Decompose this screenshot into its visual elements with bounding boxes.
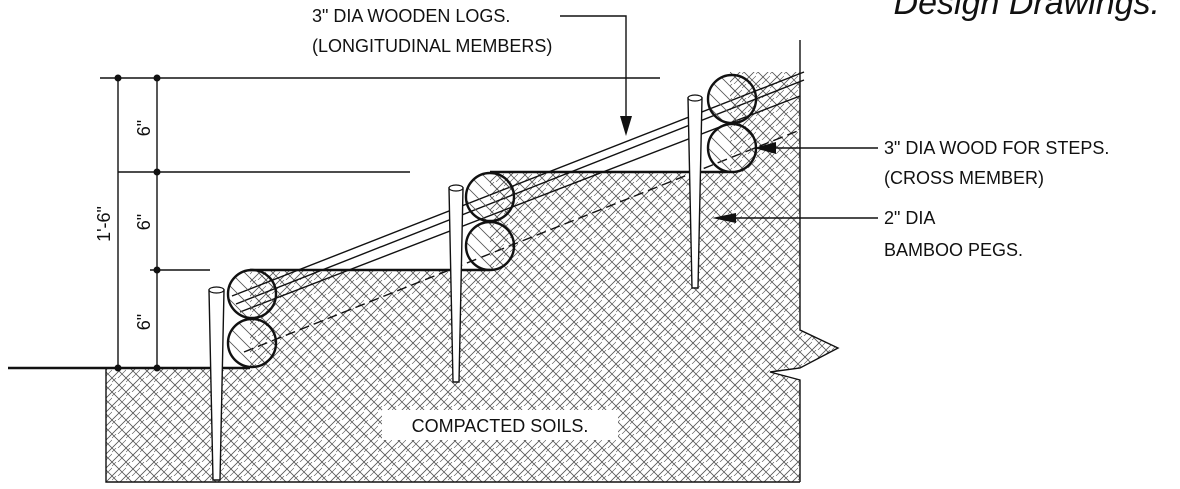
label-pegs-line1: 2" DIA — [884, 208, 935, 228]
compacted-soil — [105, 40, 840, 483]
drawing-title: Design Drawings. — [894, 0, 1160, 22]
dim-riser-mid: 6" — [134, 214, 154, 230]
label-logs-line2: (LONGITUDINAL MEMBERS) — [312, 36, 552, 56]
leader-lines — [560, 15, 878, 223]
soil-label-backdrop — [382, 410, 618, 440]
dim-riser-top: 6" — [134, 120, 154, 136]
bamboo-pegs — [208, 94, 703, 481]
label-steps-line2: (CROSS MEMBER) — [884, 168, 1044, 188]
label-logs-line1: 3" DIA WOODEN LOGS. — [312, 6, 510, 26]
longitudinal-logs — [231, 71, 805, 353]
dim-riser-bottom: 6" — [134, 314, 154, 330]
dim-total: 1'-6" — [94, 206, 114, 242]
label-pegs-line2: BAMBOO PEGS. — [884, 240, 1023, 260]
dimension-lines — [100, 74, 660, 372]
cross-member-logs — [226, 73, 758, 369]
label-steps-line1: 3" DIA WOOD FOR STEPS. — [884, 138, 1109, 158]
label-soil: COMPACTED SOILS. — [412, 416, 589, 436]
